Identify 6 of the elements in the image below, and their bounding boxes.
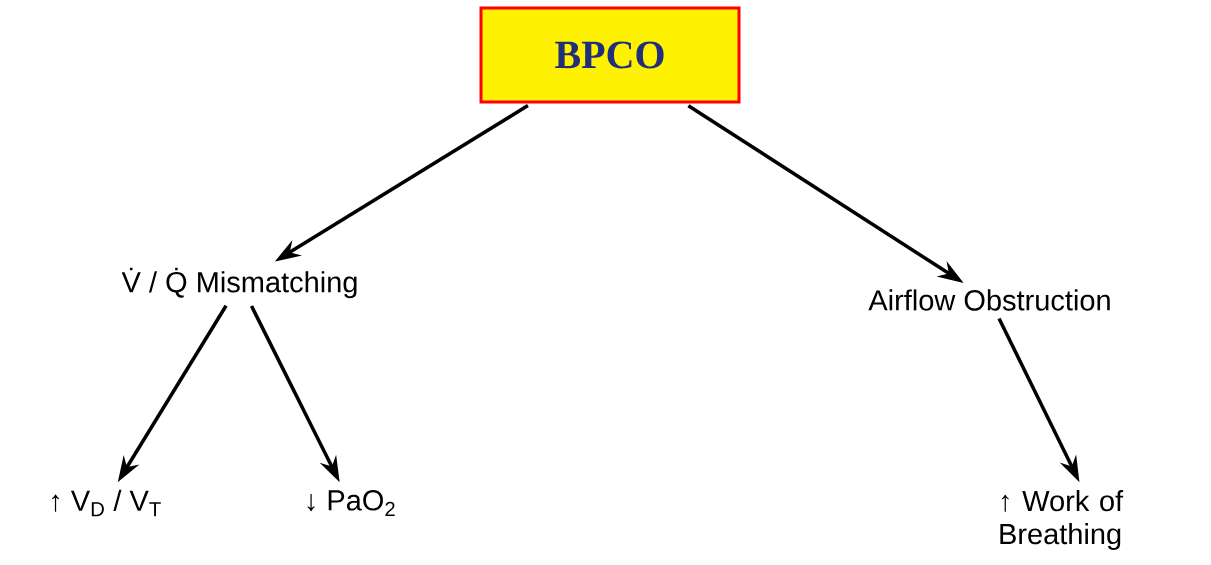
node-text: ↑ Work of Breathing [1000,489,1124,550]
node-text: Airflow Obstruction [868,289,1110,311]
title-box: BPCO [479,6,741,104]
node-text: ↓ PaO$_{2}$ [307,490,395,516]
node-text: V̇ / Q̇ Mismatching [121,267,357,299]
node-text: ↑ V$_{D}$ / V$_{T}$ [52,489,161,517]
